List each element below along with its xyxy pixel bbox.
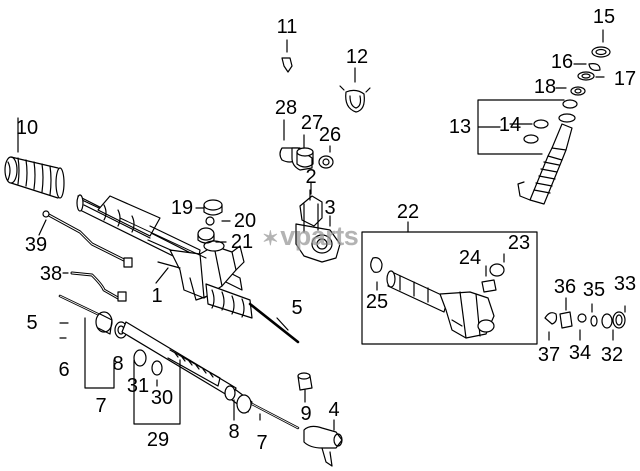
nut-part-24 [481, 279, 497, 293]
rack-housing-part-22 [386, 270, 495, 339]
clamp-part-12 [339, 85, 371, 113]
callout-39: 39 [24, 234, 48, 256]
return-hose-part-38 [70, 271, 126, 300]
watermark-text: vparts [280, 221, 359, 251]
callout-29: 29 [146, 429, 170, 451]
callout-18: 18 [533, 76, 557, 98]
input-shaft-part-13 [517, 46, 611, 205]
callout-7-right: 7 [256, 432, 268, 454]
callout-10: 10 [15, 117, 39, 139]
valve-parts-32-37 [544, 311, 626, 329]
rack-boot-part-10 [4, 156, 65, 199]
callout-11: 11 [276, 16, 298, 38]
rack-housing-part-1 [76, 194, 300, 344]
callout-15: 15 [592, 6, 616, 28]
tie-rod-end-part-4 [303, 425, 343, 467]
watermark-mark: ✶ [262, 228, 279, 250]
callout-38: 38 [39, 263, 63, 285]
callout-23: 23 [507, 232, 531, 254]
callout-5-right: 5 [291, 297, 303, 319]
watermark: ✶vparts [262, 221, 359, 252]
callout-13: 13 [448, 116, 472, 138]
bolt-part-11 [281, 57, 293, 73]
callout-35: 35 [582, 279, 606, 301]
callout-6: 6 [58, 359, 70, 381]
callout-8-right: 8 [228, 421, 240, 443]
callout-31: 31 [126, 375, 150, 397]
callout-3: 3 [324, 197, 336, 219]
rack-bar-part-29 [121, 321, 237, 399]
seals-parts-26-27-28 [279, 147, 334, 171]
callout-19: 19 [170, 197, 194, 219]
callout-21: 21 [230, 231, 254, 253]
callout-22: 22 [396, 201, 420, 223]
valve-housing-part-3 [295, 189, 341, 263]
tie-rod-left-assembly [58, 294, 128, 339]
callout-33: 33 [613, 273, 637, 295]
tie-rod-right-assembly [224, 385, 300, 430]
leader-1 [155, 267, 169, 284]
callout-2: 2 [305, 166, 317, 188]
callout-28: 28 [274, 97, 298, 119]
callout-4: 4 [328, 399, 340, 421]
callout-25: 25 [365, 291, 389, 313]
callout-36: 36 [553, 276, 577, 298]
callout-1: 1 [151, 285, 163, 307]
seal-part-25 [370, 257, 383, 273]
callout-24: 24 [458, 247, 482, 269]
callout-32: 32 [600, 344, 624, 366]
callout-9: 9 [300, 403, 312, 425]
nut-part-9 [297, 372, 313, 391]
caps-parts-19-20-21 [197, 199, 223, 244]
callout-27: 27 [300, 112, 324, 134]
callout-16: 16 [550, 51, 574, 73]
callout-12: 12 [345, 46, 369, 68]
cap-part-23 [489, 263, 505, 277]
callout-26: 26 [318, 124, 342, 146]
callout-5-left: 5 [26, 312, 38, 334]
callout-7-left: 7 [95, 395, 107, 417]
callout-20: 20 [233, 210, 257, 232]
repair-kit-box-part-22 [361, 231, 538, 345]
callout-8-left: 8 [112, 353, 124, 375]
callout-14: 14 [498, 114, 522, 136]
callout-37: 37 [537, 344, 561, 366]
callout-30: 30 [150, 387, 174, 409]
callout-34: 34 [568, 342, 592, 364]
callout-17: 17 [613, 68, 637, 90]
